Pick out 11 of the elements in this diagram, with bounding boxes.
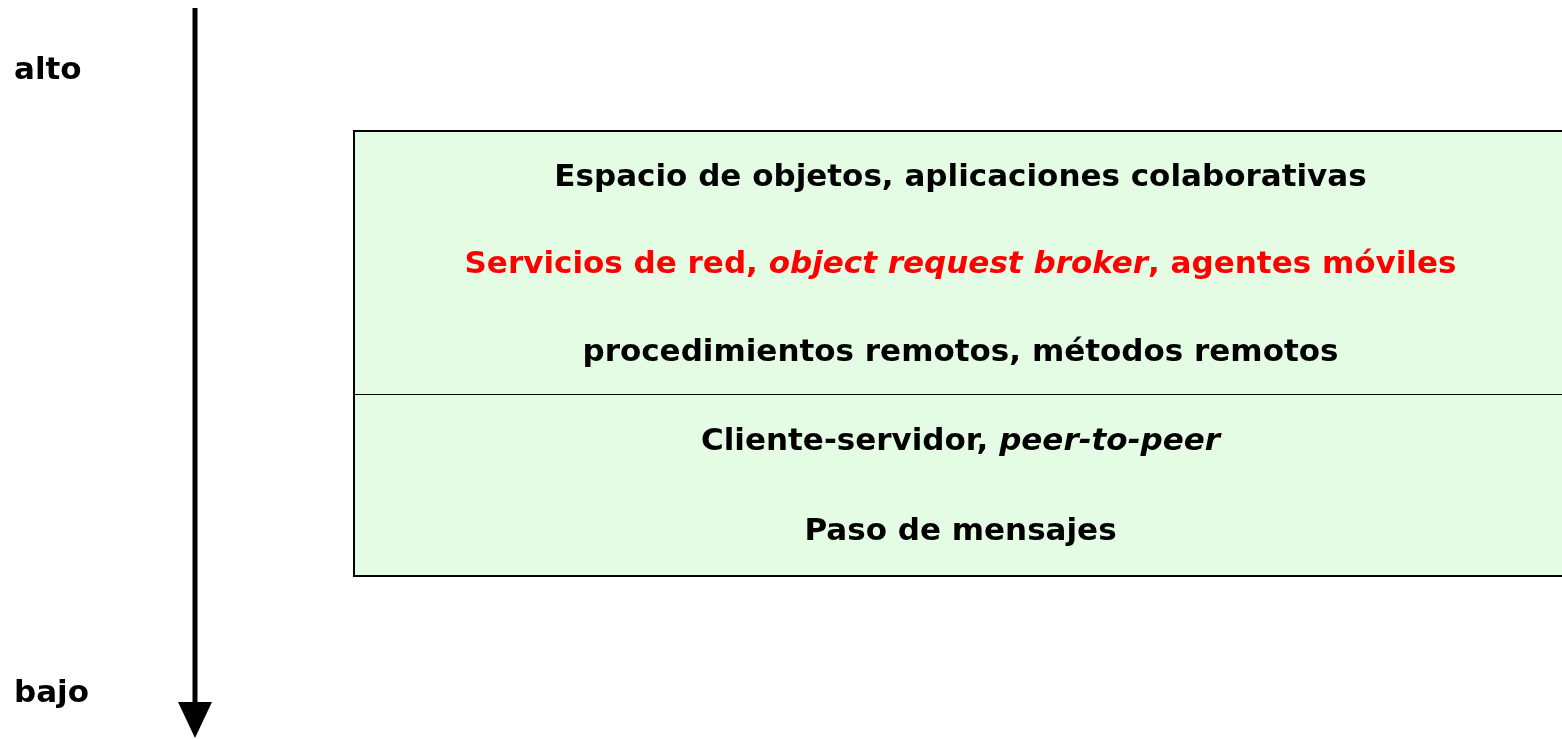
layer-band (353, 306, 1562, 396)
level-label: alto (14, 50, 82, 86)
layer-band (353, 483, 1562, 577)
layer-label: Paso de mensajes (804, 511, 1117, 547)
layer-label: procedimientos remotos, métodos remotos (582, 332, 1339, 368)
level-label: bajo (14, 673, 90, 709)
layer-label: Cliente-servidor, peer-to-peer (700, 421, 1221, 457)
layer-label: Servicios de red, object request broker, agentes móviles (464, 244, 1457, 280)
layer-band (353, 130, 1562, 220)
layer-label: Espacio de objetos, aplicaciones colaborativas (554, 157, 1367, 193)
layer-band (353, 395, 1562, 485)
